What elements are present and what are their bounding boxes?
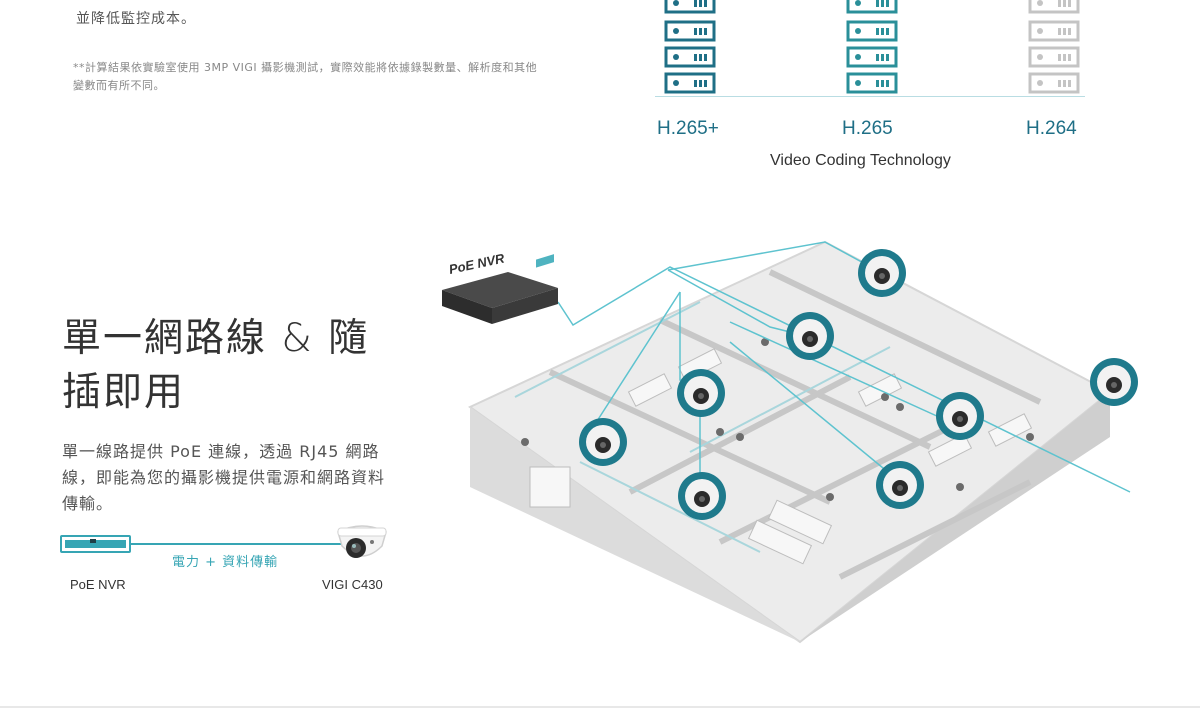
chart-caption: Video Coding Technology bbox=[770, 152, 951, 169]
poe-link-label: 電力 + 資料傳輸 bbox=[172, 555, 279, 570]
poe-nvr-device bbox=[442, 254, 558, 324]
nvr-caption: PoE NVR bbox=[70, 577, 126, 592]
feature-heading-line1: 單一網路線 & 隨 bbox=[62, 316, 370, 361]
nvr-icon bbox=[60, 535, 131, 553]
poe-link-line bbox=[131, 543, 341, 545]
rack-h265plus-icon bbox=[664, 0, 716, 94]
rack-h265-icon bbox=[846, 0, 898, 94]
codec-label-h264: H.264 bbox=[1026, 118, 1077, 139]
dome-camera-icon bbox=[337, 525, 387, 558]
feature-heading: 單一網路線 & 隨 插即用 bbox=[62, 312, 369, 420]
nvr-tag: PoE NVR bbox=[448, 250, 507, 277]
feature-heading-line2: 插即用 bbox=[62, 370, 186, 415]
section-divider bbox=[0, 706, 1200, 708]
camera-caption: VIGI C430 bbox=[322, 577, 383, 592]
office-floorplan-illustration: PoE NVR bbox=[442, 240, 1138, 644]
camera-badges bbox=[579, 249, 1138, 520]
codec-label-h265plus: H.265+ bbox=[657, 118, 719, 139]
rack-h264-icon bbox=[1028, 0, 1080, 94]
intro-text: 並降低監控成本。 bbox=[76, 11, 196, 27]
footnote: **計算結果依實驗室使用 3MP VIGI 攝影機測試，實際效能將依據錄製數量、… bbox=[73, 61, 538, 92]
chart-baseline bbox=[655, 96, 1085, 97]
feature-description: 單一線路提供 PoE 連線，透過 RJ45 網路線，即能為您的攝影機提供電源和網… bbox=[62, 442, 386, 513]
codec-label-h265: H.265 bbox=[842, 118, 893, 139]
